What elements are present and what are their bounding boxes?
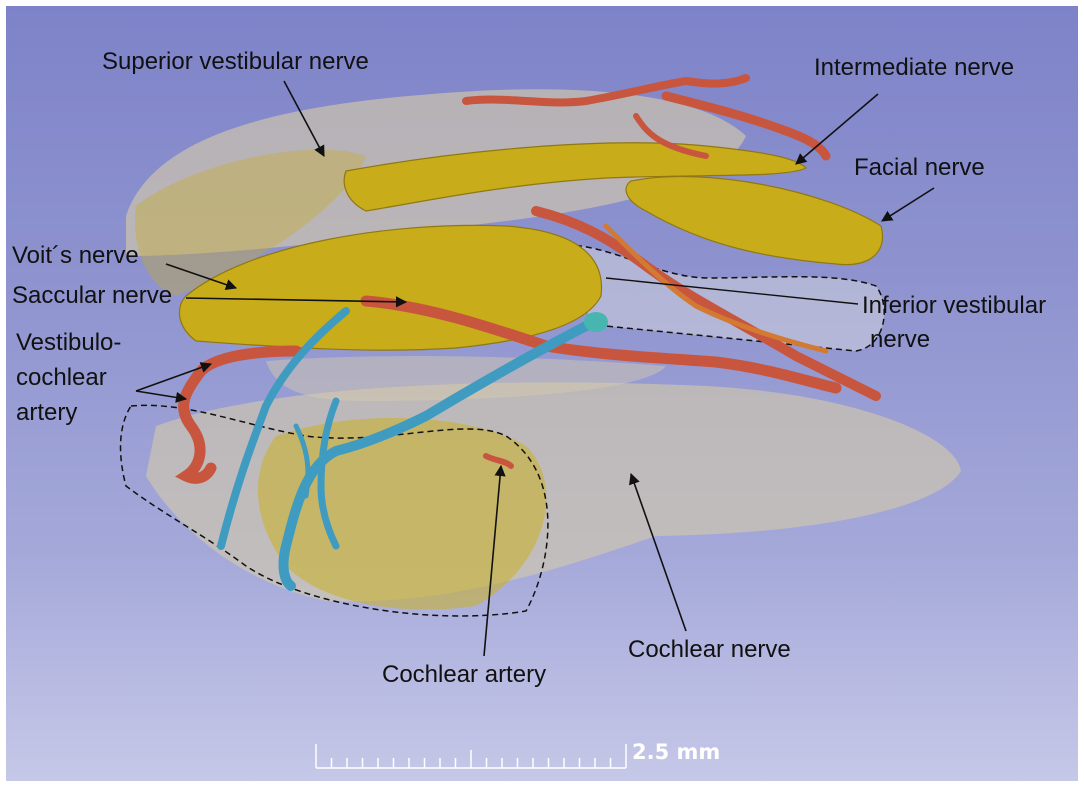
vestibulocochlear-artery — [175, 345, 302, 484]
label-saccular-nerve: Saccular nerve — [12, 282, 173, 309]
leader-superior-vestibular — [283, 80, 325, 157]
cochlear-fibres — [257, 417, 547, 610]
vein-branch-mid — [317, 397, 340, 550]
label-vestibulo-line2: cochlear — [16, 364, 107, 391]
artery-upper — [462, 74, 750, 107]
nerve-render-scene — [119, 74, 961, 769]
label-facial-nerve: Facial nerve — [854, 154, 985, 181]
label-superior-vestibular-nerve: Superior vestibular nerve — [102, 48, 369, 75]
artery-lower — [360, 295, 842, 394]
scale-bar — [315, 744, 627, 769]
label-intermediate-nerve: Intermediate nerve — [814, 54, 1015, 81]
intermediate-nerve — [343, 142, 808, 212]
leader-vestibulo-a — [135, 362, 213, 392]
vein-main — [278, 316, 601, 591]
leader-facial — [881, 187, 935, 222]
label-cochlear-nerve: Cochlear nerve — [628, 636, 791, 663]
artery-middle — [531, 206, 881, 401]
leader-voit — [165, 263, 238, 291]
label-voit-nerve: Voit´s nerve — [12, 242, 139, 269]
label-inferior-vestibular-line1: Inferior vestibular — [862, 292, 1047, 319]
leader-intermediate — [795, 93, 879, 165]
label-vestibulo-line1: Vestibulo- — [16, 329, 122, 356]
leader-cochlear-artery — [483, 464, 506, 657]
label-cochlear-artery: Cochlear artery — [382, 661, 547, 688]
vein-branch-small — [293, 423, 311, 499]
scale-bar-label: 2.5 mm — [632, 740, 721, 764]
leader-saccular — [185, 296, 408, 308]
label-vestibulo-line3: artery — [16, 399, 78, 426]
orange-branch — [603, 223, 829, 354]
vestibular-trunk — [178, 224, 603, 351]
leader-vestibulo-b — [135, 390, 188, 403]
cochlear-artery-fragment — [483, 453, 514, 469]
middle-sheath — [266, 356, 666, 401]
label-inferior-vestibular-line2: nerve — [870, 326, 931, 353]
image-frame: Superior vestibular nerve Intermediate n… — [6, 6, 1078, 781]
vein-branch-left — [217, 307, 350, 550]
left-yellow-sheath — [135, 149, 366, 296]
leader-inferior-vestibular — [605, 277, 859, 305]
artery-upper-loop — [633, 113, 709, 159]
facial-nerve — [625, 176, 883, 266]
vein-node — [584, 312, 608, 332]
leader-cochlear-nerve — [629, 472, 687, 632]
